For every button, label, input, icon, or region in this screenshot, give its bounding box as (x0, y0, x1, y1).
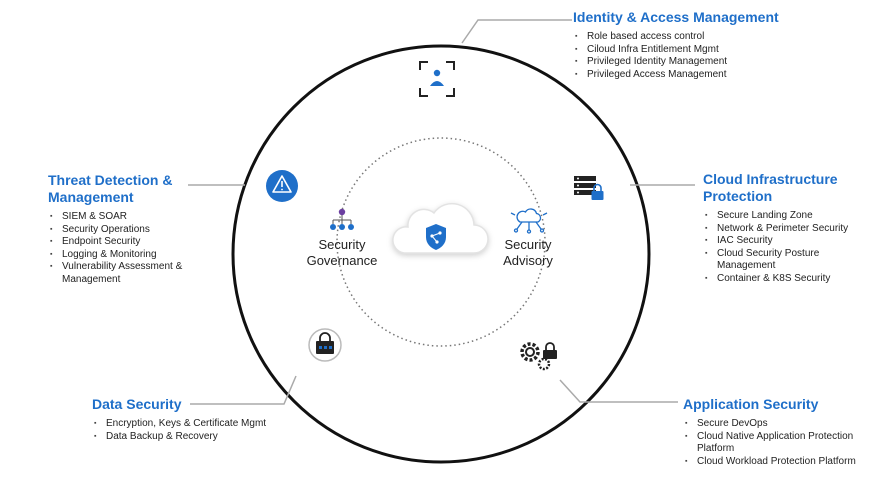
list-item: Role based access control (573, 31, 873, 44)
list-item: Container & K8S Security (703, 273, 873, 286)
list-item: Privileged Identity Management (573, 56, 873, 69)
list-item: Cloud Security Posture Management (703, 248, 842, 273)
list-item: Secure Landing Zone (703, 210, 873, 223)
list-item: Cloud Workload Protection Platform (683, 456, 878, 469)
list-item: Privileged Access Management (573, 69, 873, 82)
cloud-shield-icon (392, 202, 489, 254)
server-lock-icon (574, 176, 604, 200)
list-item: Logging & Monitoring (48, 249, 228, 262)
gears-lock-icon (520, 342, 557, 371)
connector-app (559, 379, 678, 403)
list-item: SIEM & SOAR (48, 211, 228, 224)
list-item: Endpoint Security (48, 236, 228, 249)
inner-dotted-ring (336, 137, 546, 347)
list-item: Secure DevOps (683, 418, 878, 431)
domain-title: Identity & Access Management (573, 9, 779, 25)
connector-iam (461, 19, 572, 44)
domain-item-list: Secure DevOps Cloud Native Application P… (683, 418, 878, 468)
hierarchy-icon (330, 208, 354, 230)
advisory-label: Security Advisory (503, 237, 553, 268)
domain-item-list: SIEM & SOAR Security Operations Endpoint… (48, 211, 228, 286)
domain-iam: Identity & Access Management Role based … (573, 9, 873, 81)
domain-cloud: Cloud Infrastructure Protection Secure L… (703, 171, 873, 285)
domain-threat: Threat Detection & Management SIEM & SOA… (48, 172, 228, 286)
domain-title: Application Security (683, 396, 819, 412)
connector-data (190, 375, 297, 405)
user-scan-icon (419, 61, 455, 97)
domain-item-list: Secure Landing Zone Network & Perimeter … (703, 210, 873, 285)
cloud-network-icon (510, 208, 548, 234)
domain-app: Application Security Secure DevOps Cloud… (683, 396, 878, 468)
domain-item-list: Encryption, Keys & Certificate Mgmt Data… (92, 418, 322, 443)
domain-title: Cloud Infrastructure Protection (703, 171, 838, 204)
connector-lines (188, 19, 695, 405)
list-item: Cloud Native Application Protection Plat… (683, 431, 877, 456)
domain-data: Data Security Encryption, Keys & Certifi… (92, 396, 322, 443)
domain-title: Data Security (92, 396, 182, 412)
list-item: Security Operations (48, 224, 228, 237)
list-item: Encryption, Keys & Certificate Mgmt (92, 418, 322, 431)
data-lock-icon (308, 328, 342, 362)
list-item: IAC Security (703, 235, 873, 248)
domain-item-list: Role based access control Ciloud Infra E… (573, 31, 873, 81)
warning-icon (266, 170, 298, 202)
governance-label: Security Governance (306, 237, 378, 268)
list-item: Network & Perimeter Security (703, 223, 873, 236)
list-item: Vulnerability Assessment & Management (48, 261, 212, 286)
list-item: Ciloud Infra Entitlement Mgmt (573, 44, 873, 57)
domain-title: Threat Detection & Management (48, 172, 173, 205)
list-item: Data Backup & Recovery (92, 431, 322, 444)
outer-ring (231, 44, 651, 464)
